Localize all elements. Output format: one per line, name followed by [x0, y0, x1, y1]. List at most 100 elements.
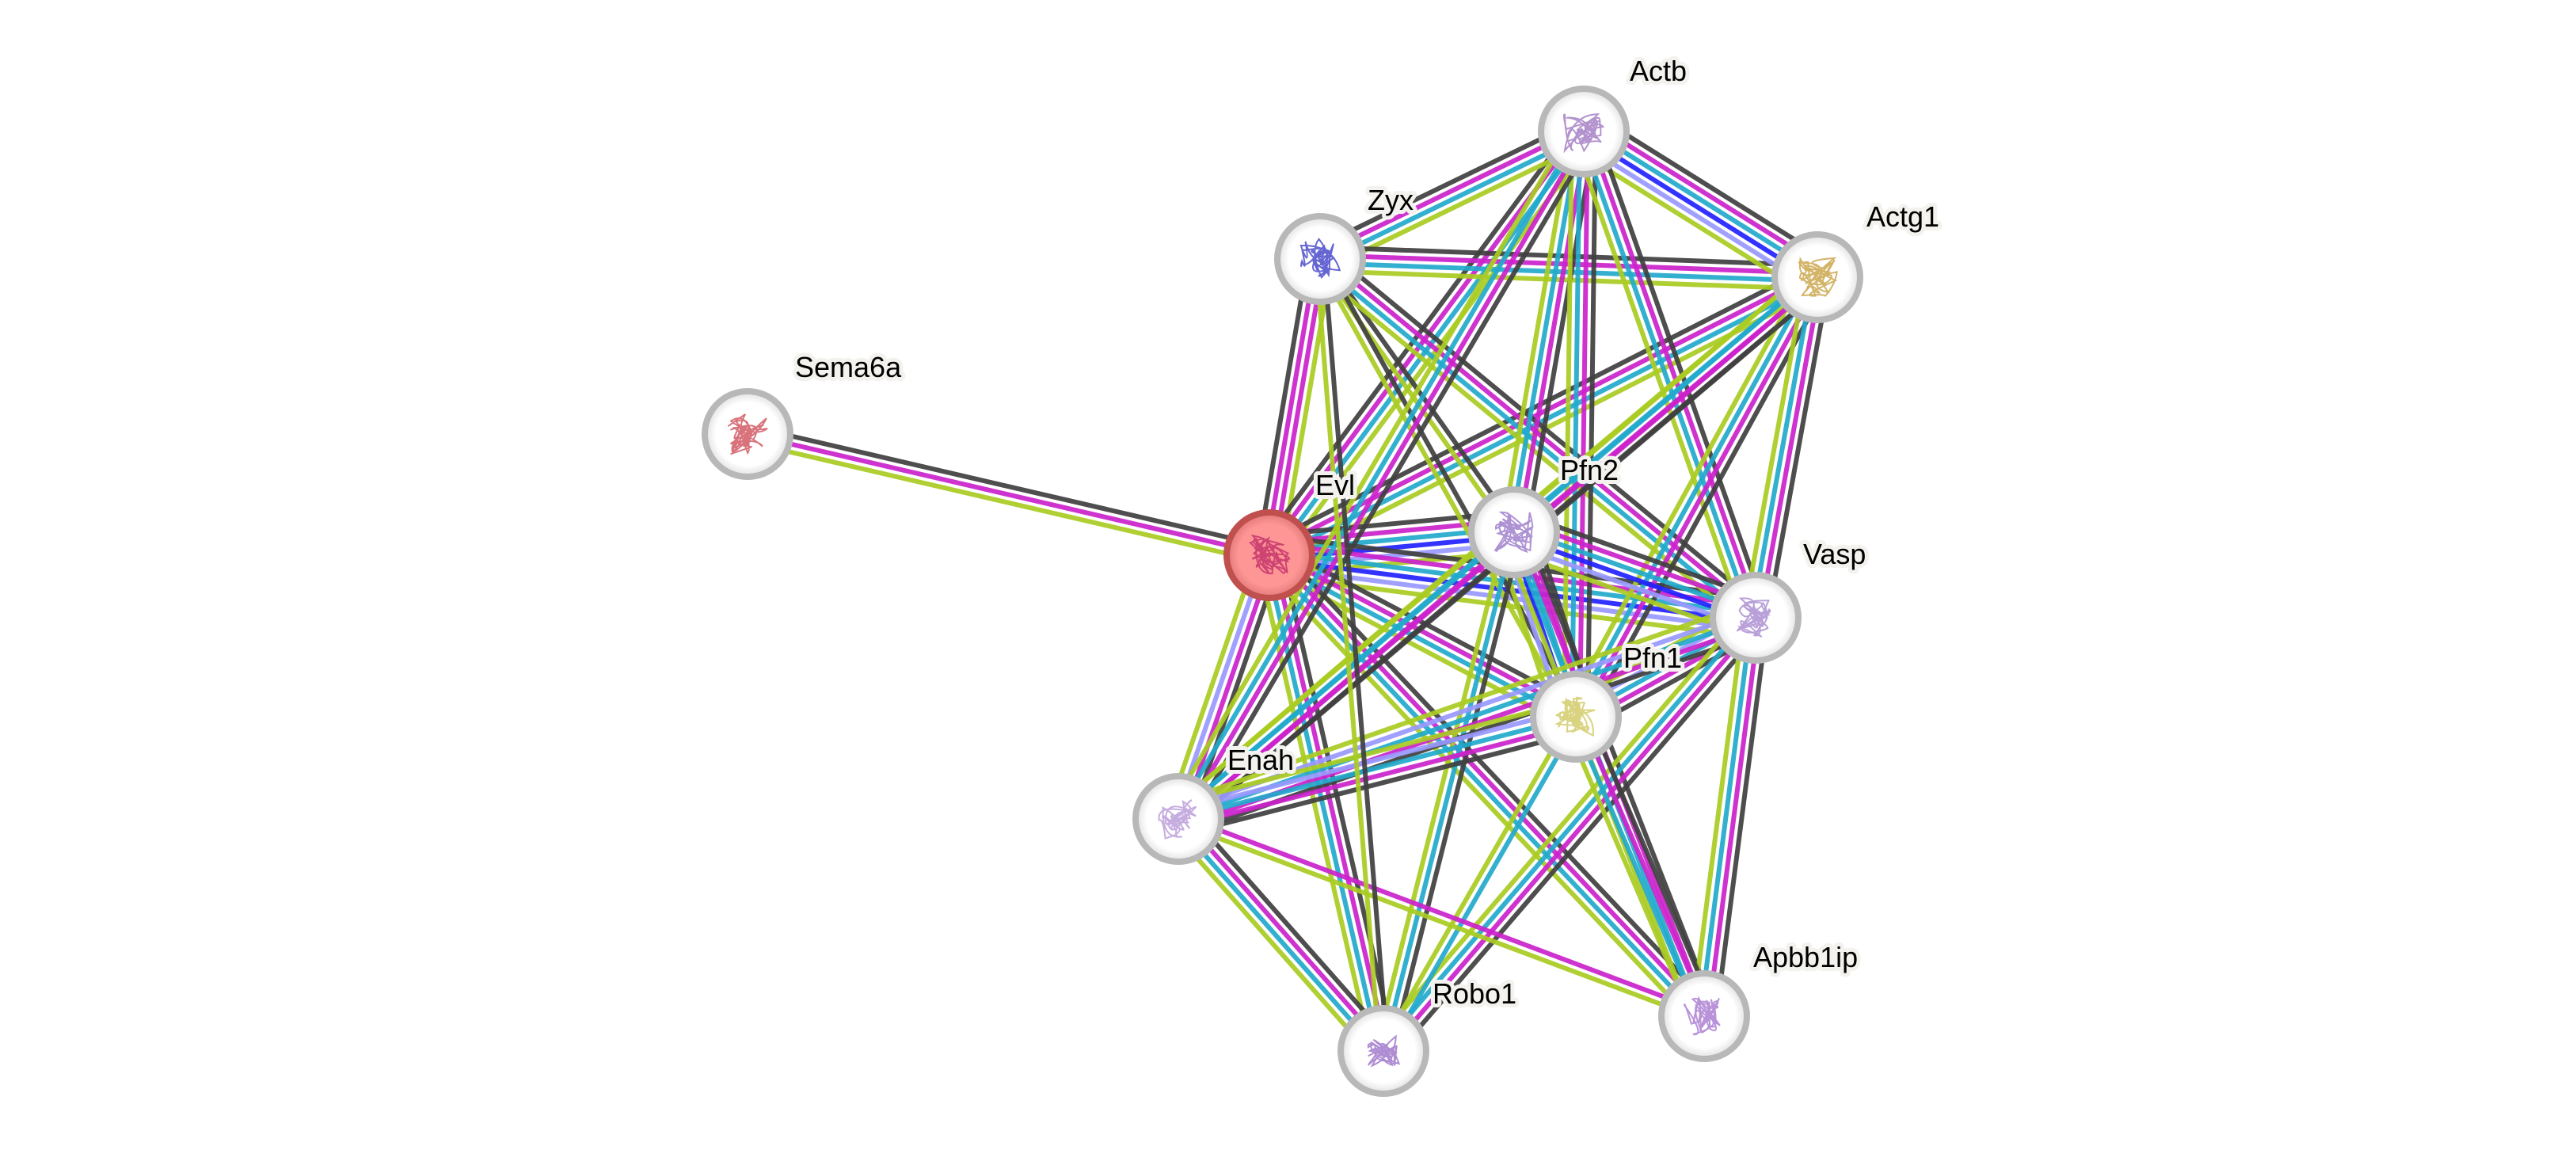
- edge-line-databases: [1378, 613, 1755, 1050]
- node-apbb1ip[interactable]: [1658, 970, 1750, 1062]
- edge-line-experiments: [1577, 131, 1590, 718]
- edge-line-experiments: [1577, 714, 1710, 1016]
- protein-structure-icon: [1798, 257, 1838, 298]
- edge-line-databases: [1263, 555, 1383, 1053]
- edge-enah-robo1[interactable]: [1167, 809, 1395, 1060]
- edge-line-textmining: [1690, 615, 1747, 1015]
- edge-actg1-vasp[interactable]: [1741, 274, 1832, 621]
- node-label-evl[interactable]: Evl: [1311, 465, 1359, 505]
- edge-line-coexpression: [1713, 619, 1770, 1019]
- protein-structure-icon: [1367, 1034, 1401, 1068]
- edge-line-coexpression: [1185, 809, 1395, 1045]
- edge-line-experiments: [1756, 277, 1824, 619]
- node-vasp[interactable]: [1710, 572, 1802, 664]
- edge-line-experiments: [1515, 131, 1590, 534]
- node-robo1[interactable]: [1337, 1005, 1429, 1097]
- node-label-actg1[interactable]: Actg1: [1863, 196, 1943, 237]
- edge-zyx-robo1[interactable]: [1314, 258, 1390, 1052]
- edge-line-coexpression: [1520, 511, 1764, 602]
- protein-structure-icon: [1562, 113, 1605, 154]
- edge-sema6a-evl[interactable]: [745, 424, 1272, 565]
- edge-line-coexpression: [1764, 279, 1832, 621]
- node-label-enah[interactable]: Enah: [1223, 740, 1298, 780]
- edge-line-databases: [1265, 556, 1703, 1021]
- edge-line-experiments: [1317, 125, 1584, 258]
- edge-line-coexpression: [1584, 281, 1830, 724]
- node-zyx[interactable]: [1274, 213, 1366, 305]
- node-label-robo1[interactable]: Robo1: [1429, 973, 1520, 1014]
- edge-actg1-pfn1[interactable]: [1563, 270, 1830, 724]
- edge-line-experiments: [1179, 132, 1589, 823]
- edge-line-coexpression: [1592, 127, 1769, 615]
- edge-line-coexpression: [1585, 131, 1598, 718]
- edge-line-coexpression: [1585, 710, 1718, 1013]
- node-label-actb[interactable]: Actb: [1626, 51, 1691, 91]
- node-label-apbb1ip[interactable]: Apbb1ip: [1749, 937, 1862, 977]
- edge-line-textmining: [1563, 270, 1809, 713]
- node-label-sema6a[interactable]: Sema6a: [791, 347, 906, 387]
- edge-line-experiments: [1589, 119, 1825, 269]
- edge-line-experiments: [1178, 813, 1707, 1015]
- edge-line-experiments: [1585, 129, 1762, 618]
- node-evl[interactable]: [1223, 509, 1315, 601]
- node-actg1[interactable]: [1771, 231, 1863, 323]
- protein-structure-icon: [1158, 799, 1197, 840]
- edge-actb-vasp[interactable]: [1570, 127, 1769, 623]
- edge-line-databases: [1174, 820, 1383, 1056]
- edge-line-textmining: [1741, 274, 1809, 616]
- edge-line-experiments: [1179, 814, 1388, 1050]
- edge-line-coexpression: [1181, 729, 1581, 837]
- protein-structure-icon: [1493, 511, 1534, 554]
- edge-line-coexpression: [1321, 258, 1390, 1051]
- node-actb[interactable]: [1538, 86, 1630, 177]
- edge-line-textmining: [1176, 820, 1704, 1022]
- edge-line-experiments: [1577, 277, 1824, 720]
- node-pfn2[interactable]: [1468, 486, 1560, 578]
- edge-line-databases: [1178, 714, 1577, 821]
- node-enah[interactable]: [1132, 773, 1224, 865]
- edge-line-databases: [1174, 527, 1513, 818]
- edge-line-coexpression: [748, 424, 1272, 550]
- edge-zyx-actb[interactable]: [1314, 118, 1590, 272]
- edge-line-databases: [1384, 717, 1581, 1054]
- edge-line-textmining: [1167, 824, 1377, 1060]
- edge-line-textmining: [1172, 600, 1752, 806]
- edge-line-coexpression: [1276, 545, 1715, 1010]
- edge-line-textmining: [1570, 134, 1747, 623]
- edge-line-databases: [1173, 128, 1583, 818]
- edge-line-gene-fusion: [1580, 132, 1817, 283]
- edge-pfn2-robo1[interactable]: [1373, 529, 1524, 1054]
- protein-structure-icon: [1736, 597, 1771, 638]
- edge-line-experiments: [747, 432, 1270, 558]
- edge-line-textmining: [1169, 521, 1509, 812]
- edge-vasp-apbb1ip[interactable]: [1690, 615, 1770, 1019]
- edge-line-textmining: [1373, 529, 1509, 1050]
- edge-pfn1-enah[interactable]: [1174, 699, 1581, 837]
- edge-line-textmining: [1378, 714, 1575, 1051]
- edge-line-textmining: [1258, 562, 1698, 1026]
- edge-line-experiments: [1321, 253, 1760, 617]
- edge-line-databases: [1749, 276, 1817, 618]
- edge-pfn1-robo1[interactable]: [1378, 714, 1581, 1054]
- node-label-vasp[interactable]: Vasp: [1799, 534, 1870, 574]
- protein-structure-icon: [1554, 696, 1596, 737]
- edge-line-coexpression: [1391, 623, 1767, 1060]
- node-sema6a[interactable]: [702, 388, 793, 480]
- edge-line-textmining: [745, 439, 1269, 565]
- node-label-pfn2[interactable]: Pfn2: [1556, 450, 1623, 490]
- edge-line-experiments: [1705, 618, 1762, 1018]
- edge-actb-enah[interactable]: [1166, 124, 1596, 827]
- node-label-pfn1[interactable]: Pfn1: [1619, 638, 1686, 678]
- edge-line-coexpression: [1388, 533, 1524, 1054]
- edge-enah-apbb1ip[interactable]: [1176, 813, 1707, 1022]
- edge-line-databases: [1585, 126, 1821, 276]
- edge-line-databases: [1577, 131, 1755, 620]
- edge-line-coexpression: [1314, 118, 1580, 251]
- node-pfn1[interactable]: [1530, 671, 1622, 763]
- edge-pfn1-apbb1ip[interactable]: [1562, 710, 1718, 1022]
- node-label-zyx[interactable]: Zyx: [1364, 180, 1417, 220]
- protein-structure-icon: [1684, 996, 1721, 1036]
- edge-line-experiments: [1384, 619, 1761, 1056]
- edge-line-databases: [1570, 717, 1703, 1019]
